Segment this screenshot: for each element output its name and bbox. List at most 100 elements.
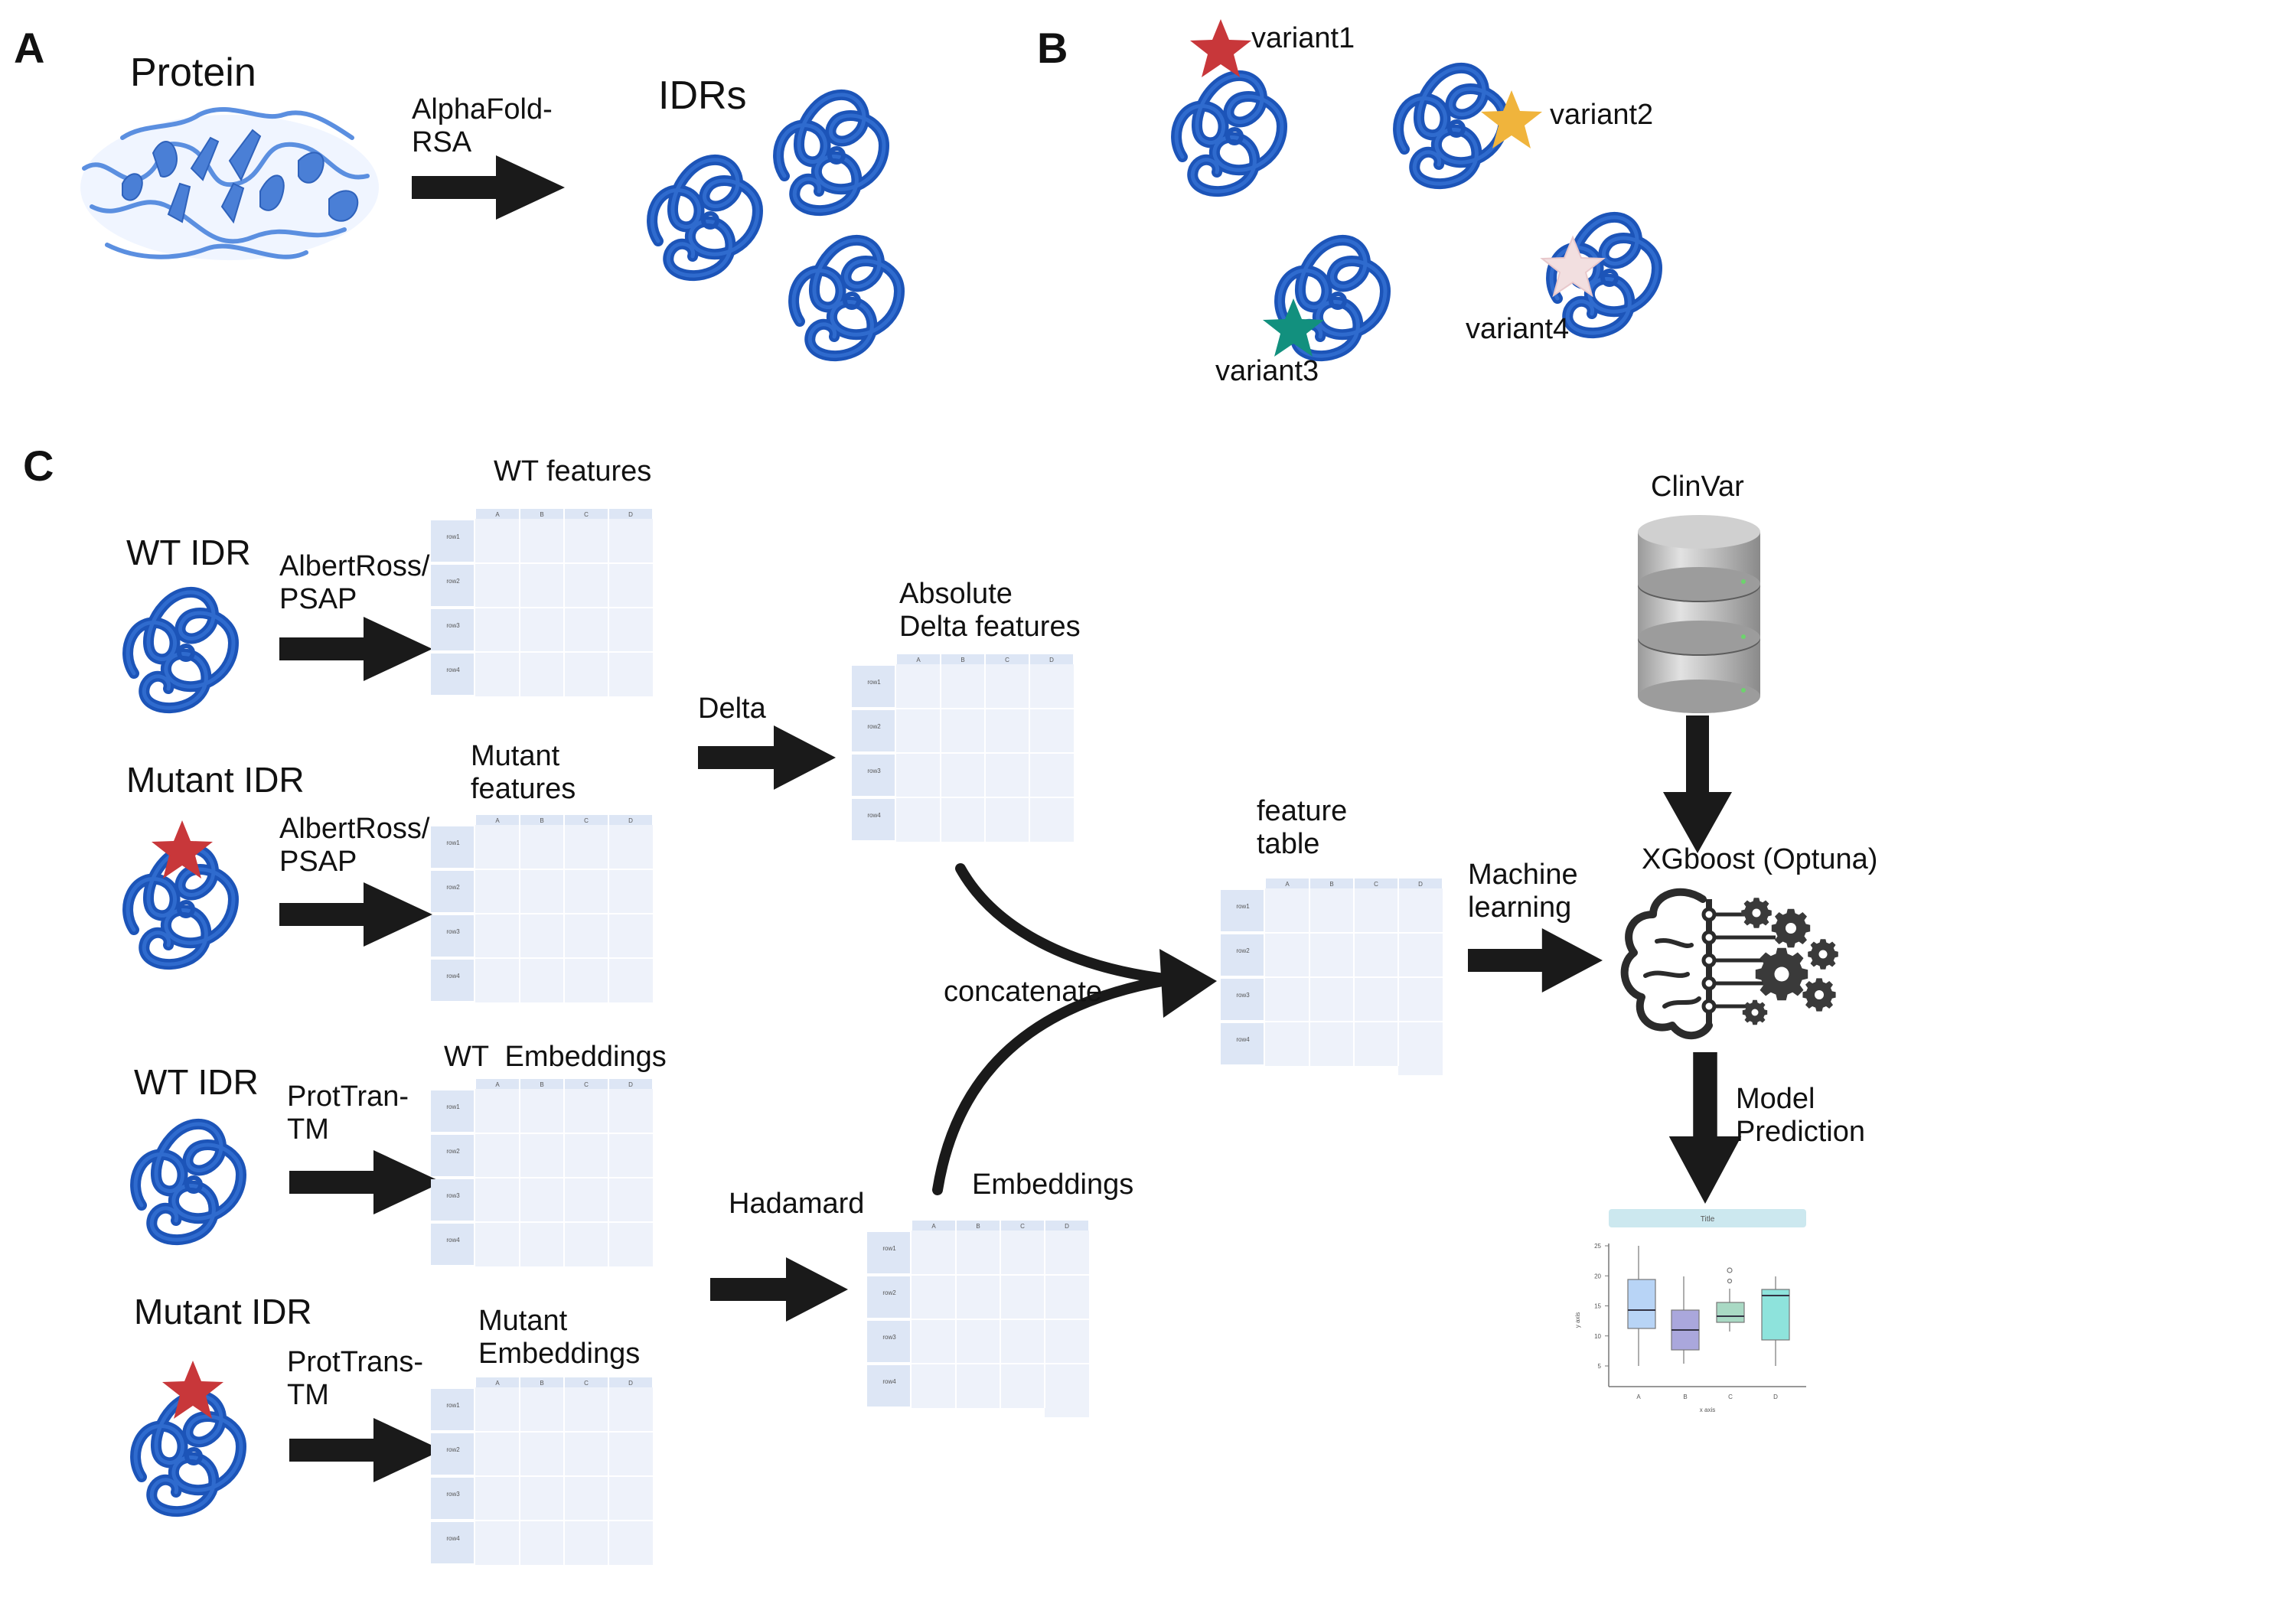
mutant-features-title-line1: Mutant	[471, 740, 560, 772]
prottrans-label-line2: TM	[287, 1379, 329, 1411]
table-row-label: row1	[1236, 903, 1250, 910]
table-row-header	[431, 960, 474, 1001]
prottrans-label-line1: ProtTrans-	[287, 1346, 423, 1378]
boxplot-xtick-label: C	[1728, 1393, 1733, 1400]
table-column-header	[609, 1079, 652, 1089]
table-row-header	[1221, 1023, 1264, 1064]
table-row-header	[867, 1365, 910, 1407]
table-column-label: C	[1374, 881, 1378, 888]
table-row-header	[431, 1389, 474, 1430]
arrow-right-icon	[279, 617, 432, 681]
table-column-header	[897, 654, 940, 664]
boxplot-ytick-label: 10	[1594, 1333, 1601, 1340]
table-row-label: row1	[446, 1103, 460, 1110]
table-column-header	[476, 815, 519, 825]
table-column-header	[565, 1377, 608, 1387]
table-row-label: row3	[446, 928, 460, 935]
table-row-header	[431, 1224, 474, 1265]
table-column-header	[520, 1079, 563, 1089]
idr-coil-icon	[652, 160, 758, 275]
boxplot-ytick-label: 25	[1594, 1243, 1601, 1250]
table-column-label: A	[495, 1081, 500, 1088]
table-row-header	[852, 755, 895, 796]
table-row-header	[431, 1522, 474, 1563]
table-column-header	[1355, 878, 1397, 888]
table-column-label: A	[495, 1380, 500, 1387]
table-row-label: row3	[882, 1334, 896, 1341]
table-row-header	[867, 1232, 910, 1273]
table-row-label: row4	[446, 1535, 460, 1542]
alphafold-rsa-label-line1: AlphaFold-	[412, 93, 553, 125]
table-row-header	[431, 826, 474, 868]
arrow-right-icon	[279, 882, 432, 947]
table-row-header	[431, 871, 474, 912]
table-column-label: B	[960, 657, 964, 663]
boxplot-ytick-label: 20	[1594, 1273, 1601, 1279]
table-row-header	[431, 1090, 474, 1132]
table-column-label: A	[916, 657, 921, 663]
absolute-delta-title-line2: Delta features	[899, 611, 1081, 643]
table-row-header	[867, 1276, 910, 1318]
clinvar-label: ClinVar	[1651, 471, 1744, 503]
table-row-header	[1221, 890, 1264, 931]
table-column-label: B	[540, 511, 543, 518]
absolute-delta-title-line1: Absolute	[899, 578, 1013, 610]
variant2-label: variant2	[1550, 99, 1653, 131]
table-row-header	[431, 609, 474, 650]
table-column-label: D	[628, 1081, 633, 1088]
table-column-header	[912, 1221, 955, 1231]
variant1-label: variant1	[1251, 22, 1355, 54]
table-row-header	[852, 799, 895, 840]
table-column-label: B	[540, 1081, 543, 1088]
mutant-idr-label: Mutant IDR	[134, 1292, 312, 1332]
hadamard-label: Hadamard	[729, 1188, 864, 1220]
arrow-right-icon	[289, 1150, 442, 1214]
table-column-header	[1001, 1221, 1044, 1231]
table-column-header	[957, 1221, 1000, 1231]
albertross-label-line2: PSAP	[279, 846, 357, 878]
table-column-label: B	[540, 817, 543, 824]
protein-structure-icon	[80, 106, 379, 260]
idr-coil-icon	[135, 1396, 241, 1511]
table-column-label: A	[495, 817, 500, 824]
machine-learning-label-line2: learning	[1468, 892, 1571, 924]
variant1-star-icon	[1190, 19, 1251, 77]
panel-c-letter: C	[23, 442, 54, 490]
table-row-label: row1	[446, 839, 460, 846]
model-prediction-label-line2: Prediction	[1736, 1116, 1865, 1148]
brain-gears-icon	[1620, 888, 1838, 1040]
table-column-label: A	[495, 511, 500, 518]
boxplot-xlabel: x axis	[1700, 1407, 1715, 1413]
table-column-header	[1399, 878, 1442, 888]
table-column-label: D	[628, 1380, 633, 1387]
table-column-label: C	[1020, 1223, 1025, 1230]
table-row-label: row3	[446, 1192, 460, 1199]
table-column-label: D	[1418, 881, 1423, 888]
concatenate-arrows	[932, 863, 1176, 1195]
boxplot-ytick-label: 15	[1594, 1303, 1601, 1310]
table-row-header	[431, 1433, 474, 1475]
table-row-label: row3	[446, 1491, 460, 1498]
table-column-header	[1310, 878, 1353, 888]
table-row-label: row4	[446, 1237, 460, 1244]
feature-table-title-line1: feature	[1257, 795, 1347, 827]
table-column-header	[520, 509, 563, 519]
arrow-down-icon	[1663, 715, 1732, 853]
table-row-label: row2	[446, 578, 460, 585]
table-row-label: row4	[867, 812, 881, 819]
table-column-label: D	[1049, 657, 1054, 663]
idr-coil-icon	[794, 240, 899, 356]
arrow-right-icon	[289, 1418, 442, 1482]
table-row-header	[1221, 934, 1264, 976]
table-row-label: row1	[882, 1245, 896, 1252]
table-column-label: C	[584, 817, 589, 824]
embeddings-title: Embeddings	[972, 1169, 1133, 1201]
table-column-header	[986, 654, 1029, 664]
table-column-header	[941, 654, 984, 664]
arrow-right-icon	[710, 1257, 848, 1322]
variant3-label: variant3	[1215, 355, 1319, 387]
